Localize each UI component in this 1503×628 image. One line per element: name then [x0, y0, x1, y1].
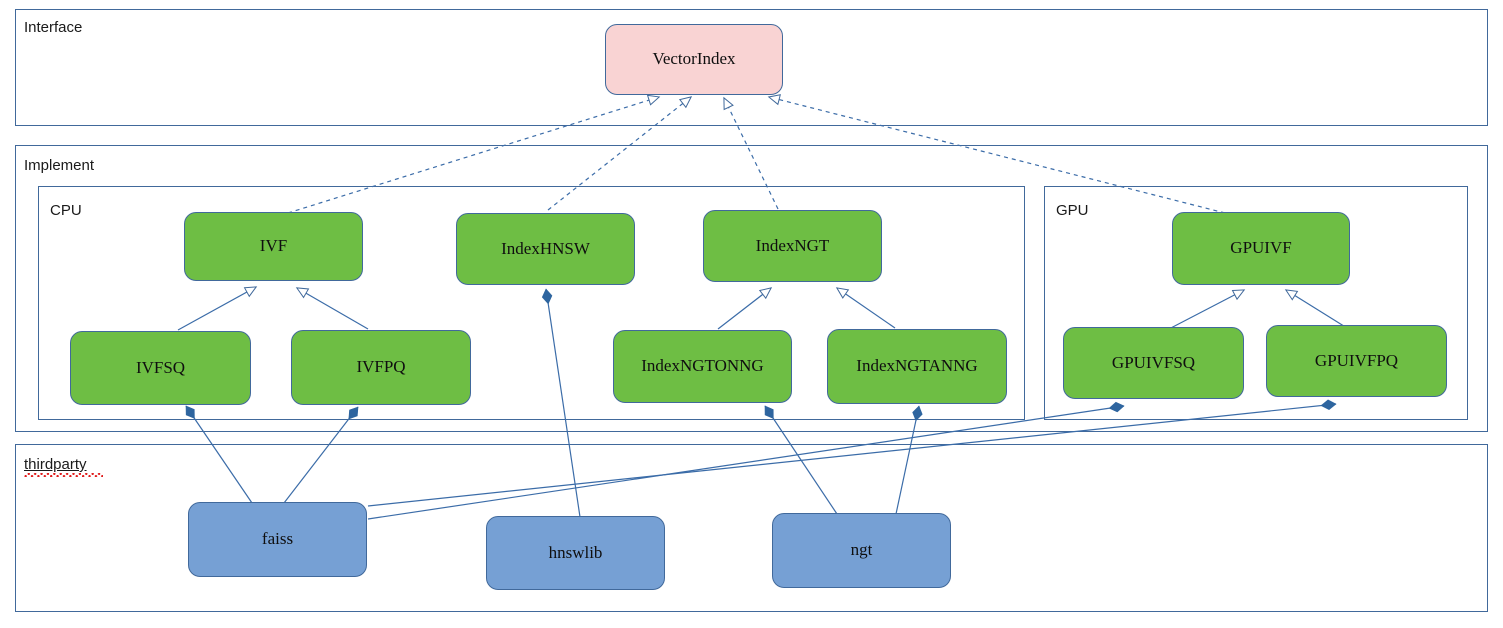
node-label-ivf: IVF — [259, 236, 288, 256]
group-label-cpu: CPU — [50, 202, 82, 219]
node-label-indexhnsw: IndexHNSW — [501, 238, 590, 258]
node-ngt[interactable]: ngt — [772, 513, 951, 588]
node-hnswlib[interactable]: hnswlib — [486, 516, 665, 590]
node-gpuivfpq[interactable]: GPUIVFPQ — [1266, 325, 1447, 397]
node-label-gpuivfsq: GPUIVFSQ — [1111, 352, 1196, 372]
node-gpuivf[interactable]: GPUIVF — [1172, 212, 1350, 285]
node-label-gpuivfpq: GPUIVFPQ — [1314, 350, 1399, 370]
node-ivf[interactable]: IVF — [184, 212, 363, 281]
group-label-thirdparty: thirdparty — [24, 456, 87, 473]
node-ivfpq[interactable]: IVFPQ — [291, 330, 471, 405]
node-gpuivfsq[interactable]: GPUIVFSQ — [1063, 327, 1244, 399]
group-label-interface: Interface — [24, 19, 83, 36]
node-vectorindex[interactable]: VectorIndex — [605, 24, 783, 95]
group-label-gpu: GPU — [1056, 202, 1089, 219]
node-faiss[interactable]: faiss — [188, 502, 367, 577]
node-label-faiss: faiss — [261, 529, 294, 549]
node-indexngtanng[interactable]: IndexNGTANNG — [827, 329, 1007, 404]
node-ivfsq[interactable]: IVFSQ — [70, 331, 251, 405]
node-indexhnsw[interactable]: IndexHNSW — [456, 213, 635, 285]
node-label-indexngt: IndexNGT — [755, 235, 830, 255]
node-label-indexngtanng: IndexNGTANNG — [856, 356, 978, 376]
node-label-ivfpq: IVFPQ — [356, 357, 406, 377]
node-label-vectorindex: VectorIndex — [652, 49, 736, 69]
node-indexngtonng[interactable]: IndexNGTONNG — [613, 330, 792, 403]
node-label-ngt: ngt — [850, 540, 873, 560]
group-label-implement: Implement — [24, 157, 95, 174]
node-label-indexngtonng: IndexNGTONNG — [641, 356, 764, 376]
node-label-hnswlib: hnswlib — [548, 542, 603, 562]
node-label-ivfsq: IVFSQ — [135, 357, 186, 377]
node-indexngt[interactable]: IndexNGT — [703, 210, 882, 282]
spellcheck-squiggle — [24, 473, 103, 477]
node-label-gpuivf: GPUIVF — [1230, 238, 1292, 258]
